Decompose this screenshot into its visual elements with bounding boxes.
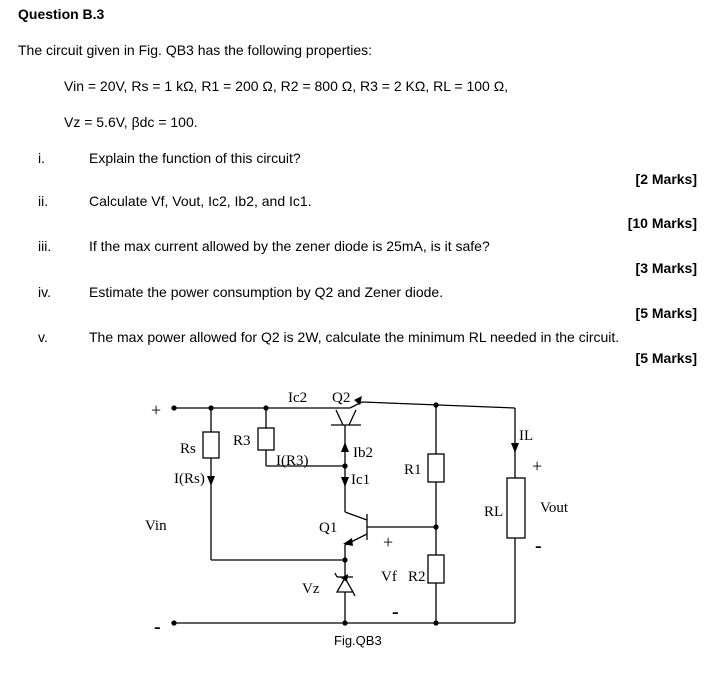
r2-label: R2 xyxy=(408,569,426,585)
junction-dot xyxy=(433,620,439,626)
ib2-label: Ib2 xyxy=(353,445,373,461)
question-number: i. xyxy=(38,150,45,166)
vin-minus-label: - xyxy=(154,616,161,638)
vf-label: Vf xyxy=(381,569,397,585)
junction-dot xyxy=(342,557,348,563)
arrow-q1-emitter xyxy=(343,538,353,546)
zener-tail xyxy=(334,572,338,578)
resistor-r3 xyxy=(257,427,275,451)
resistor-rs xyxy=(202,431,220,459)
resistor-rl xyxy=(506,477,526,539)
rs-label: Rs xyxy=(180,441,196,457)
vout-plus-label: + xyxy=(532,456,542,476)
vf-plus-label: + xyxy=(383,532,393,552)
arrow-il xyxy=(511,443,519,453)
question-text: Calculate Vf, Vout, Ic2, Ib2, and Ic1. xyxy=(89,193,312,209)
question-text: Explain the function of this circuit? xyxy=(89,150,301,166)
question-number: ii. xyxy=(38,193,49,209)
junction-dot xyxy=(208,405,214,411)
r3-label: R3 xyxy=(233,433,251,449)
intro-text: The circuit given in Fig. QB3 has the fo… xyxy=(18,42,373,58)
zener-triangle xyxy=(335,576,355,593)
arrow-vz xyxy=(341,574,348,582)
vout-label: Vout xyxy=(540,500,569,516)
properties-line-1: Vin = 20V, Rs = 1 kΩ, R1 = 200 Ω, R2 = 8… xyxy=(64,78,509,94)
transistor-q2-lead xyxy=(348,409,357,426)
ic1-label: Ic1 xyxy=(351,472,370,488)
rl-label: RL xyxy=(484,504,503,520)
ic2-label: Ic2 xyxy=(288,390,307,406)
q2-label: Q2 xyxy=(332,390,350,406)
question-marks: [5 Marks] xyxy=(635,305,697,321)
arrow-ib2 xyxy=(341,442,349,452)
vout-minus-label: - xyxy=(535,535,542,557)
question-marks: [5 Marks] xyxy=(635,350,697,366)
arrow-ic1 xyxy=(341,477,349,487)
transistor-q2-lead xyxy=(335,409,344,426)
junction-dot xyxy=(433,524,439,530)
il-label: IL xyxy=(519,428,533,444)
vin-plus-label: + xyxy=(151,400,161,420)
resistor-r2 xyxy=(427,554,445,584)
question-marks: [2 Marks] xyxy=(635,171,697,187)
zener-tail xyxy=(352,591,356,597)
transistor-q1-lead xyxy=(344,511,368,521)
vin-label: Vin xyxy=(145,518,167,534)
vz-label: Vz xyxy=(302,581,320,597)
junction-dot xyxy=(342,463,348,469)
junction-dot xyxy=(342,620,348,626)
ir3-label: I(R3) xyxy=(276,453,309,469)
irs-label: I(Rs) xyxy=(174,471,205,487)
terminal-minus xyxy=(171,620,177,626)
question-text: Estimate the power consumption by Q2 and… xyxy=(89,284,444,300)
question-marks: [3 Marks] xyxy=(635,260,697,276)
junction-dot xyxy=(433,402,439,408)
question-number: iv. xyxy=(38,284,51,300)
question-text: The max power allowed for Q2 is 2W, calc… xyxy=(89,329,620,345)
question-marks: [10 Marks] xyxy=(627,215,697,231)
figure-caption: Fig.QB3 xyxy=(334,633,382,648)
resistor-r1 xyxy=(427,453,445,483)
properties-line-2: Vz = 5.6V, βdc = 100. xyxy=(64,114,198,130)
vf-minus-label: - xyxy=(392,601,399,623)
question-number: iii. xyxy=(38,238,52,254)
arrow-ic2 xyxy=(354,396,362,405)
q1-label: Q1 xyxy=(319,520,337,536)
question-number: v. xyxy=(38,329,48,345)
question-text: If the max current allowed by the zener … xyxy=(89,238,490,254)
question-heading: Question B.3 xyxy=(18,6,105,22)
junction-dot xyxy=(263,405,269,411)
r1-label: R1 xyxy=(404,462,422,478)
arrow-irs xyxy=(207,476,215,486)
terminal-plus xyxy=(171,405,177,411)
